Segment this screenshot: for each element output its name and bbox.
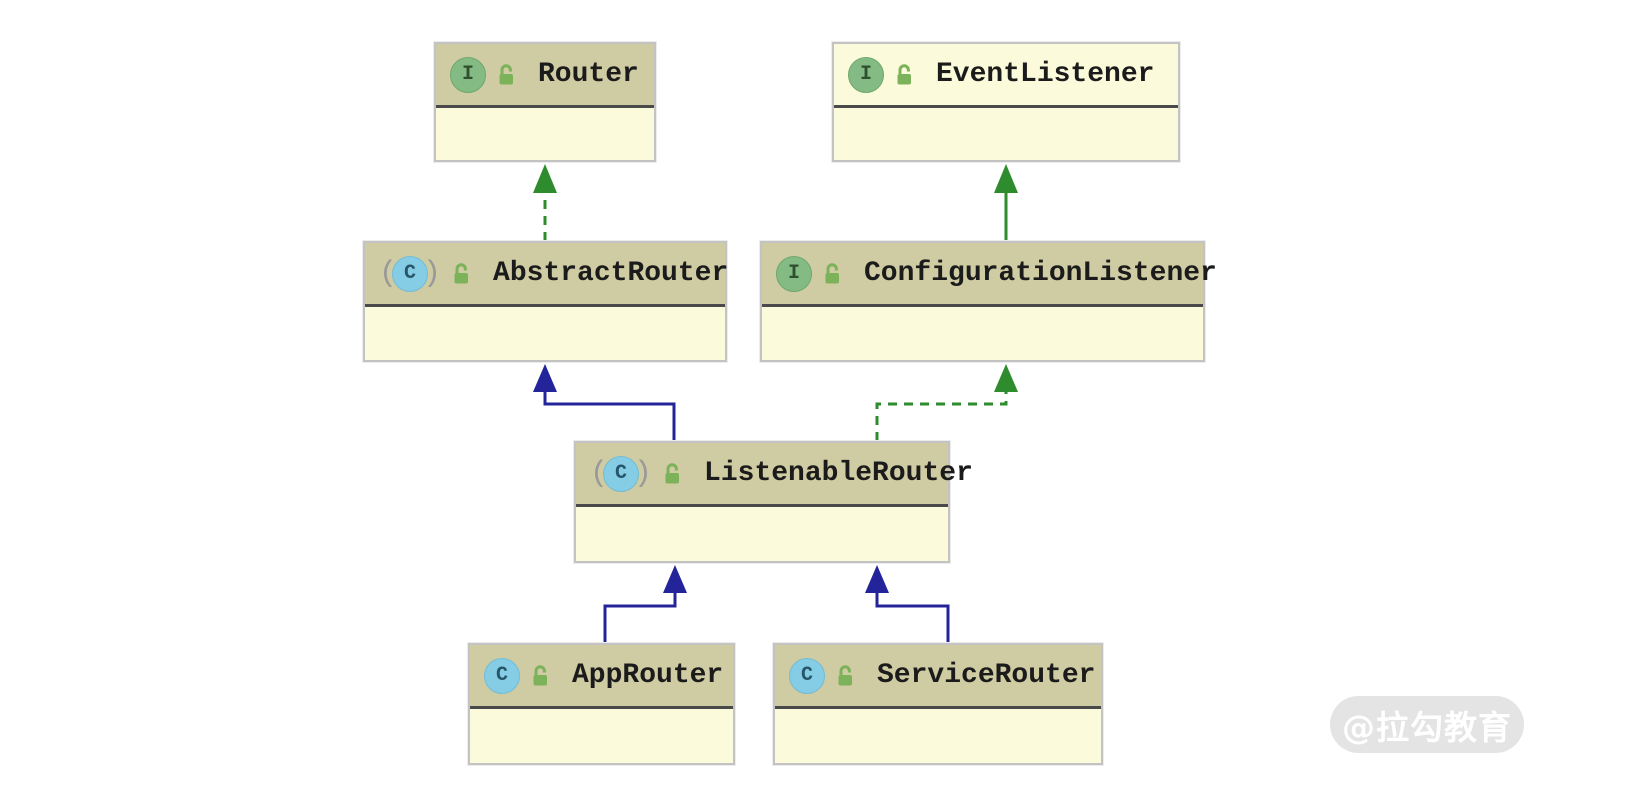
class-name: Router bbox=[538, 59, 639, 90]
class-node-configurationlistener[interactable]: I ConfigurationListener bbox=[760, 241, 1217, 362]
class-name: EventListener bbox=[936, 59, 1155, 90]
class-name: ConfigurationListener bbox=[864, 258, 1217, 289]
icon-cluster: C bbox=[484, 657, 552, 694]
edge-listenablerouter-extends-abstractrouter bbox=[533, 364, 676, 441]
interface-icon: I bbox=[776, 255, 812, 292]
icon-cluster: ( C ) bbox=[590, 455, 684, 492]
node-header: C ServiceRouter bbox=[775, 645, 1101, 709]
class-name: AbstractRouter bbox=[493, 258, 729, 289]
node-header: I ConfigurationListener bbox=[762, 243, 1217, 307]
abstract-class-icon: C bbox=[603, 455, 640, 492]
watermark-badge: @拉勾教育 bbox=[1330, 696, 1524, 753]
open-lock-icon bbox=[892, 63, 916, 87]
open-lock-icon bbox=[820, 262, 844, 286]
node-header: ( C ) AbstractRouter bbox=[365, 243, 729, 307]
edge-approuter-extends-listenablerouter bbox=[603, 565, 687, 643]
edge-listenablerouter-implements-configurationlistener bbox=[875, 364, 1018, 441]
open-lock-icon bbox=[449, 262, 473, 286]
class-node-listenablerouter[interactable]: ( C ) ListenableRouter bbox=[574, 441, 973, 563]
node-header: C AppRouter bbox=[470, 645, 733, 709]
edge-abstractrouter-implements-router bbox=[533, 164, 557, 241]
node-header: I Router bbox=[436, 44, 654, 108]
class-name: ServiceRouter bbox=[877, 660, 1096, 691]
class-node-eventlistener[interactable]: I EventListener bbox=[832, 42, 1180, 162]
class-node-servicerouter[interactable]: C ServiceRouter bbox=[773, 643, 1103, 765]
class-icon: C bbox=[484, 657, 520, 694]
node-header: ( C ) ListenableRouter bbox=[576, 443, 973, 507]
interface-icon: I bbox=[450, 56, 486, 93]
icon-cluster: I bbox=[450, 56, 518, 93]
class-node-router[interactable]: I Router bbox=[434, 42, 656, 162]
abstract-marker: ) bbox=[423, 256, 442, 291]
open-lock-icon bbox=[660, 462, 684, 486]
abstract-marker: ) bbox=[634, 456, 653, 491]
class-icon: C bbox=[789, 657, 825, 694]
class-node-approuter[interactable]: C AppRouter bbox=[468, 643, 735, 765]
abstract-class-icon: C bbox=[392, 255, 429, 292]
watermark-text: @拉勾教育 bbox=[1342, 707, 1512, 747]
icon-cluster: I bbox=[848, 56, 916, 93]
icon-cluster: I bbox=[776, 255, 844, 292]
icon-cluster: C bbox=[789, 657, 857, 694]
icon-cluster: ( C ) bbox=[379, 255, 473, 292]
interface-icon: I bbox=[848, 56, 884, 93]
edge-servicerouter-extends-listenablerouter bbox=[865, 565, 950, 643]
class-node-abstractrouter[interactable]: ( C ) AbstractRouter bbox=[363, 241, 729, 362]
open-lock-icon bbox=[494, 63, 518, 87]
class-name: ListenableRouter bbox=[704, 458, 973, 489]
edge-configurationlistener-extends-eventlistener bbox=[994, 164, 1018, 241]
open-lock-icon bbox=[528, 664, 552, 688]
open-lock-icon bbox=[833, 664, 857, 688]
class-name: AppRouter bbox=[572, 660, 724, 691]
abstract-marker: ( bbox=[590, 456, 609, 491]
abstract-marker: ( bbox=[379, 256, 398, 291]
node-header: I EventListener bbox=[834, 44, 1178, 108]
